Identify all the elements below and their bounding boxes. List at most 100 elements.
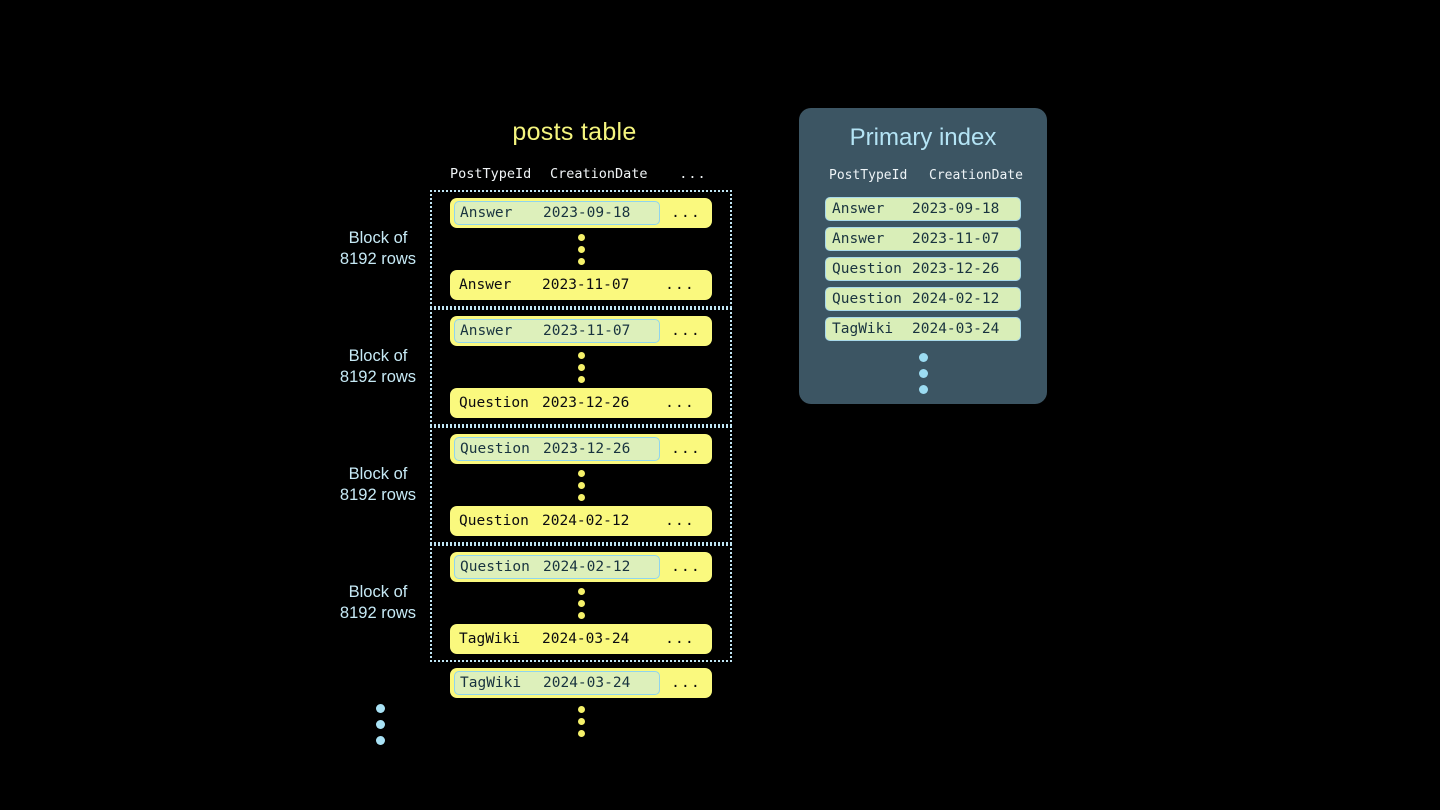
cell-posttypeid: TagWiki [832, 321, 894, 337]
table-row[interactable]: Answer 2023-09-18 ... [450, 198, 712, 228]
block-box-1: Answer 2023-09-18 ... Answer 2023-11-07 … [430, 190, 732, 308]
cell-creationdate: 2023-11-07 [542, 277, 630, 293]
cell-posttypeid: TagWiki [459, 631, 521, 647]
trailing-row-group: TagWiki 2024-03-24 ... [330, 668, 740, 698]
block-label-4: Block of 8192 rows [330, 582, 430, 624]
vertical-ellipsis-dots [432, 228, 730, 270]
table-row[interactable]: Question 2023-12-26 ... [450, 434, 712, 464]
index-entry-row[interactable]: Answer 2023-09-18 [825, 197, 1021, 221]
block-box-3: Question 2023-12-26 ... Question 2024-02… [430, 426, 732, 544]
vertical-ellipsis-dots [432, 346, 730, 388]
primary-key-highlight-box: Answer 2023-11-07 [454, 319, 660, 343]
block-label-2-line2: 8192 rows [339, 368, 417, 386]
cell-posttypeid: Answer [459, 277, 512, 293]
blocks-container: Block of 8192 rows Answer 2023-09-18 ...… [330, 190, 740, 745]
primary-index-panel: Primary index PostTypeId CreationDate An… [799, 108, 1047, 404]
bottom-continuation-group [330, 700, 740, 745]
primary-index-rows: Answer 2023-09-18 Answer 2023-11-07 Ques… [799, 197, 1047, 341]
column-header-posttypeid: PostTypeId [450, 166, 532, 182]
block-group-2: Block of 8192 rows Answer 2023-11-07 ...… [330, 308, 740, 426]
cell-ellipsis: ... [671, 205, 701, 221]
cell-posttypeid: Question [832, 261, 902, 277]
block-label-3-line1: Block of [348, 465, 408, 483]
index-column-header-posttypeid: PostTypeId [829, 168, 908, 183]
primary-index-column-headers: PostTypeId CreationDate [799, 168, 1047, 183]
cell-ellipsis: ... [671, 675, 701, 691]
cell-posttypeid: Answer [832, 201, 885, 217]
cell-creationdate: 2024-02-12 [542, 513, 630, 529]
cell-posttypeid: Question [460, 441, 530, 457]
posts-table-group: posts table PostTypeId CreationDate ... … [330, 118, 740, 745]
cell-creationdate: 2024-03-24 [542, 631, 630, 647]
primary-index-title: Primary index [849, 124, 997, 151]
block-label-3: Block of 8192 rows [330, 464, 430, 506]
table-row[interactable]: Question 2024-02-12 ... [450, 506, 712, 536]
rows-continuation-dots-container [430, 700, 732, 742]
cell-ellipsis: ... [671, 559, 701, 575]
cell-posttypeid: Answer [832, 231, 885, 247]
cell-posttypeid: Question [459, 513, 529, 529]
cell-posttypeid: Question [832, 291, 902, 307]
cell-ellipsis: ... [665, 513, 695, 529]
blocks-continuation-dots [330, 700, 430, 745]
cell-creationdate: 2023-12-26 [543, 441, 631, 457]
primary-key-highlight-box: Answer 2023-09-18 [454, 201, 660, 225]
cell-ellipsis: ... [671, 441, 701, 457]
cell-posttypeid: Question [460, 559, 530, 575]
cell-ellipsis: ... [665, 395, 695, 411]
table-row[interactable]: Answer 2023-11-07 ... [450, 270, 712, 300]
vertical-ellipsis-dots [430, 700, 732, 742]
vertical-ellipsis-dots [432, 582, 730, 624]
block-label-1-line2: 8192 rows [339, 250, 417, 268]
index-entry-row[interactable]: TagWiki 2024-03-24 [825, 317, 1021, 341]
block-box-2: Answer 2023-11-07 ... Question 2023-12-2… [430, 308, 732, 426]
cell-ellipsis: ... [665, 277, 695, 293]
posts-table-column-headers: PostTypeId CreationDate ... [450, 166, 718, 182]
block-label-1: Block of 8192 rows [330, 228, 430, 270]
block-group-4: Block of 8192 rows Question 2024-02-12 .… [330, 544, 740, 662]
cell-creationdate: 2024-02-12 [912, 291, 1000, 307]
block-label-3-line2: 8192 rows [339, 486, 417, 504]
column-header-ellipsis: ... [679, 166, 707, 182]
primary-key-highlight-box: TagWiki 2024-03-24 [454, 671, 660, 695]
posts-table-title: posts table [512, 118, 637, 146]
primary-key-highlight-box: Question 2024-02-12 [454, 555, 660, 579]
table-row[interactable]: Answer 2023-11-07 ... [450, 316, 712, 346]
cell-creationdate: 2023-12-26 [542, 395, 630, 411]
cell-creationdate: 2023-12-26 [912, 261, 1000, 277]
block-label-2-line1: Block of [348, 347, 408, 365]
index-continuation-dots [799, 353, 1047, 394]
block-label-2: Block of 8192 rows [330, 346, 430, 388]
block-group-3: Block of 8192 rows Question 2023-12-26 .… [330, 426, 740, 544]
cell-creationdate: 2024-03-24 [912, 321, 1000, 337]
cell-posttypeid: TagWiki [460, 675, 522, 691]
index-entry-row[interactable]: Answer 2023-11-07 [825, 227, 1021, 251]
cell-creationdate: 2023-11-07 [912, 231, 1000, 247]
cell-creationdate: 2024-03-24 [543, 675, 631, 691]
block-label-4-line1: Block of [348, 583, 408, 601]
trailing-row-container: TagWiki 2024-03-24 ... [430, 668, 732, 698]
primary-key-highlight-box: Question 2023-12-26 [454, 437, 660, 461]
index-entry-row[interactable]: Question 2024-02-12 [825, 287, 1021, 311]
table-row[interactable]: TagWiki 2024-03-24 ... [450, 624, 712, 654]
vertical-ellipsis-dots [432, 464, 730, 506]
index-column-header-creationdate: CreationDate [929, 168, 1023, 183]
block-label-1-line1: Block of [348, 229, 408, 247]
cell-creationdate: 2023-09-18 [912, 201, 1000, 217]
cell-creationdate: 2024-02-12 [543, 559, 631, 575]
block-box-4: Question 2024-02-12 ... TagWiki 2024-03-… [430, 544, 732, 662]
cell-ellipsis: ... [671, 323, 701, 339]
block-label-4-line2: 8192 rows [339, 604, 417, 622]
cell-creationdate: 2023-09-18 [543, 205, 631, 221]
column-header-creationdate: CreationDate [550, 166, 648, 182]
table-row[interactable]: TagWiki 2024-03-24 ... [450, 668, 712, 698]
cell-posttypeid: Question [459, 395, 529, 411]
table-row[interactable]: Question 2023-12-26 ... [450, 388, 712, 418]
index-entry-row[interactable]: Question 2023-12-26 [825, 257, 1021, 281]
cell-posttypeid: Answer [460, 205, 513, 221]
block-group-1: Block of 8192 rows Answer 2023-09-18 ...… [330, 190, 740, 308]
cell-posttypeid: Answer [460, 323, 513, 339]
cell-ellipsis: ... [665, 631, 695, 647]
table-row[interactable]: Question 2024-02-12 ... [450, 552, 712, 582]
